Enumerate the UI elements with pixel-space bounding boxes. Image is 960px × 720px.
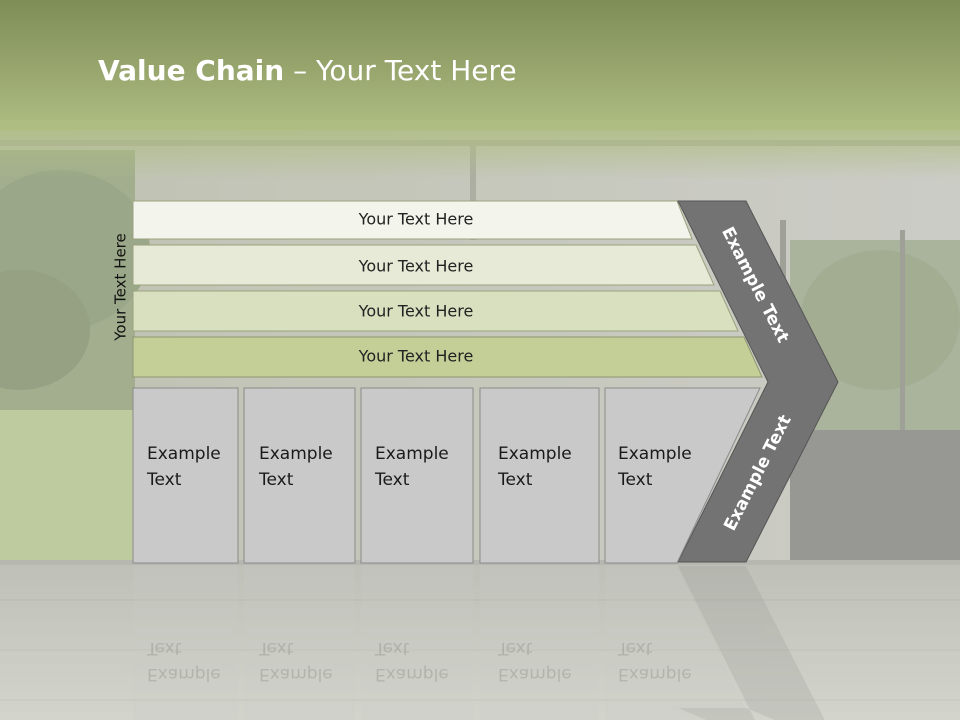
box-4-line1: Example: [498, 444, 572, 464]
chevron-arrow: Example Text Example Text: [677, 200, 839, 563]
row-2: Your Text Here: [132, 244, 715, 286]
box-5-line2: Text: [617, 470, 653, 490]
reflection-box-1-line1: Example: [147, 664, 221, 684]
title-rest: – Your Text Here: [284, 54, 517, 87]
reflection-box-2-line1: Example: [259, 664, 333, 684]
box-4: Example Text: [479, 387, 600, 564]
row-2-label: Your Text Here: [358, 257, 474, 276]
reflection-box-3-line2: Text: [374, 638, 410, 658]
reflection-box-5-line2: Text: [617, 638, 653, 658]
box-5: Example Text: [604, 387, 761, 564]
side-label: Your Text Here: [112, 233, 130, 341]
row-4-label: Your Text Here: [358, 347, 474, 366]
reflection-box-4-line1: Example: [498, 664, 572, 684]
box-1-line2: Text: [146, 470, 182, 490]
reflection: Example Text Example Text Example Text E…: [133, 565, 825, 720]
reflection-box-5-line1: Example: [618, 664, 692, 684]
box-4-line2: Text: [497, 470, 533, 490]
reflection-box-3-line1: Example: [375, 664, 449, 684]
reflection-veil: [0, 565, 960, 720]
box-1-line1: Example: [147, 444, 221, 464]
row-3-label: Your Text Here: [358, 302, 474, 321]
reflection-box-4-line2: Text: [497, 638, 533, 658]
box-1: Example Text: [132, 387, 239, 564]
box-2: Example Text: [243, 387, 356, 564]
reflection-box-2-line2: Text: [258, 638, 294, 658]
box-3-line1: Example: [375, 444, 449, 464]
reflection-box-1-line2: Text: [146, 638, 182, 658]
box-3: Example Text: [360, 387, 474, 564]
slide-title: Value Chain – Your Text Here: [98, 54, 517, 87]
row-1-label: Your Text Here: [358, 210, 474, 229]
box-2-line2: Text: [258, 470, 294, 490]
row-4: Your Text Here: [132, 336, 763, 378]
box-2-line1: Example: [259, 444, 333, 464]
row-3: Your Text Here: [132, 290, 739, 332]
box-3-line2: Text: [374, 470, 410, 490]
title-bold: Value Chain: [98, 54, 285, 87]
box-5-line1: Example: [618, 444, 692, 464]
row-1: Your Text Here: [132, 200, 693, 240]
